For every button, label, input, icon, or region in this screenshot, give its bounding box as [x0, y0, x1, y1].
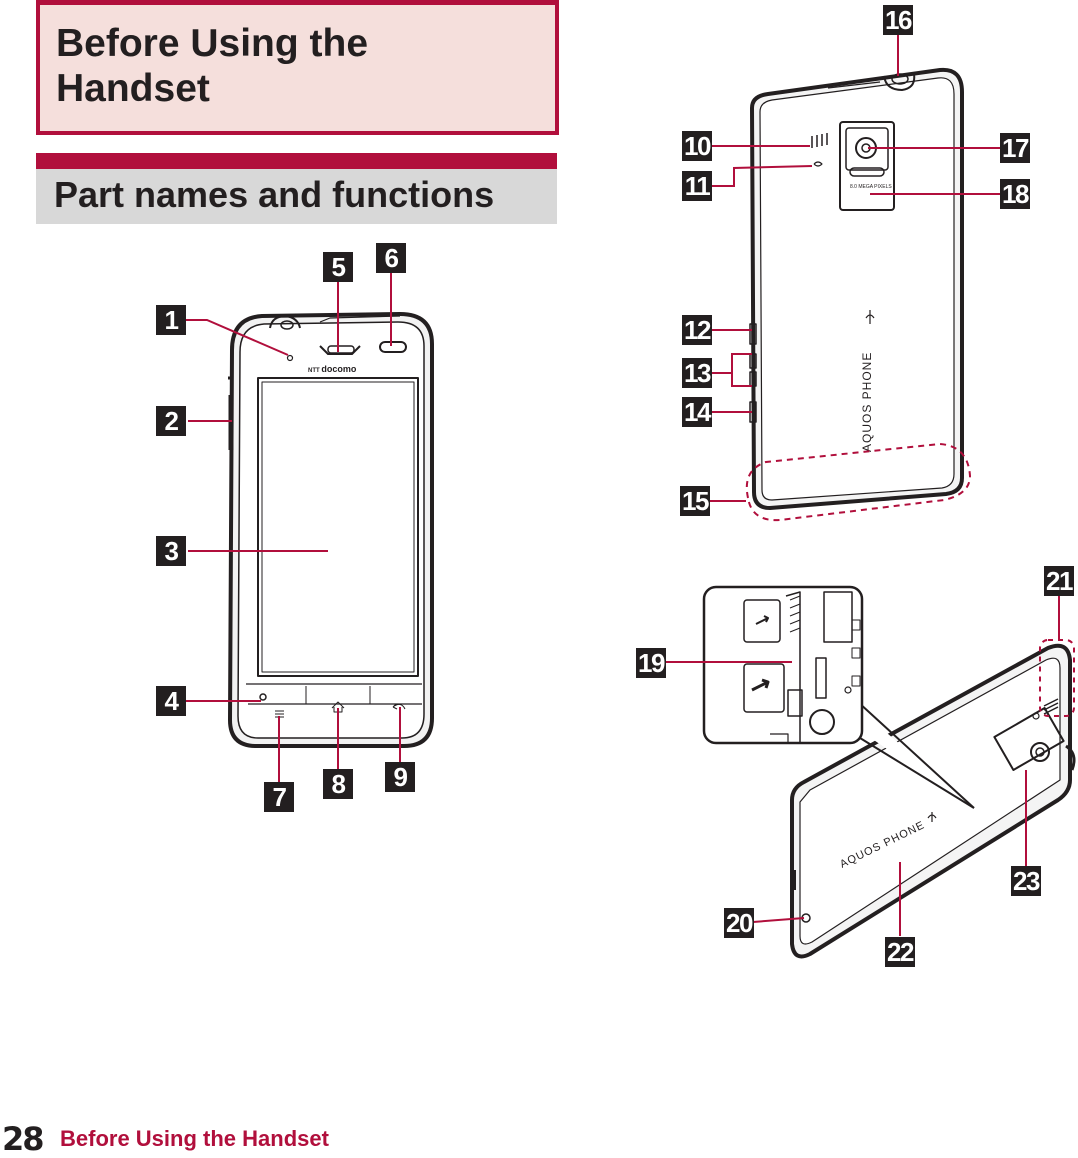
callout-4: 4: [156, 686, 186, 716]
callout-15: 15: [680, 486, 710, 516]
callout-8: 8: [323, 769, 353, 799]
chapter-title-line-1: Before Using the: [56, 22, 369, 65]
svg-text:NTT docomo: NTT docomo: [308, 364, 357, 374]
callout-5: 5: [323, 252, 353, 282]
section-title: Part names and functions: [54, 174, 495, 215]
callout-23: 23: [1011, 866, 1041, 896]
angled-back-view: [790, 643, 1076, 959]
callout-2: 2: [156, 406, 186, 436]
back-brand-text: AQUOS PHONE: [860, 352, 874, 452]
antenna-area-outline-angled: [1039, 639, 1075, 717]
antenna-area-outline: [745, 442, 972, 522]
callout-13: 13: [682, 358, 712, 388]
callout-18: 18: [1000, 179, 1030, 209]
camera-megapixel-text: 8.0 MEGA PIXELS: [850, 184, 892, 190]
callout-21: 21: [1044, 566, 1074, 596]
callout-14: 14: [682, 397, 712, 427]
page-number: 28: [2, 1120, 45, 1158]
callout-11: 11: [682, 171, 712, 201]
callout-9: 9: [385, 762, 415, 792]
callout-20: 20: [724, 908, 754, 938]
callout-7: 7: [264, 782, 294, 812]
callout-12: 12: [682, 315, 712, 345]
callout-22: 22: [885, 937, 915, 967]
back-leader-lines: [710, 34, 1000, 502]
callout-19: 19: [636, 648, 666, 678]
callout-3: 3: [156, 536, 186, 566]
chapter-title-line-2: Handset: [56, 67, 210, 110]
callout-10: 10: [682, 131, 712, 161]
running-footer-title: Before Using the Handset: [60, 1126, 329, 1151]
section-heading-bar: Part names and functions: [36, 153, 557, 224]
front-leader-lines: [186, 272, 401, 784]
callout-17: 17: [1000, 133, 1030, 163]
back-view: [749, 67, 964, 510]
callout-16: 16: [883, 5, 913, 35]
callout-6: 6: [376, 243, 406, 273]
section-accent-stripe: [36, 153, 557, 169]
angled-leader-lines: [666, 596, 1060, 936]
callout-1: 1: [156, 305, 186, 335]
slot-detail-inset: [702, 585, 864, 745]
front-view: [228, 312, 434, 748]
